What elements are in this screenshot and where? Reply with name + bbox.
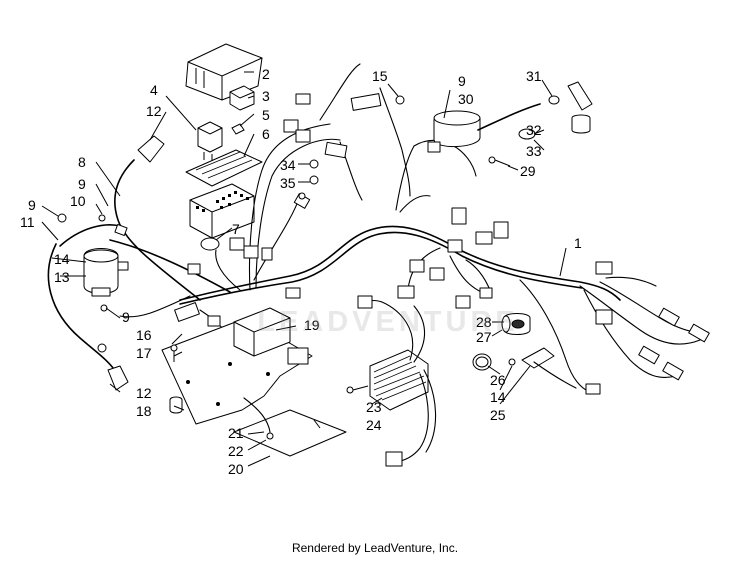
callout-21: 21: [228, 425, 244, 441]
cable-connector-2: [117, 261, 129, 271]
callout-1: 1: [574, 235, 582, 251]
fuse-block-plate: [185, 149, 263, 187]
cdi-module: [233, 307, 309, 365]
callout-4: 4: [150, 82, 158, 98]
ignition-coil: [427, 81, 593, 167]
leader-lines-lamp: [487, 321, 531, 405]
indicator-lamp: [501, 313, 531, 335]
callout-11: 11: [20, 214, 35, 230]
leader-lines-plate: [171, 325, 297, 467]
terminal-boot-bottom: [107, 365, 129, 391]
callout-27: 27: [476, 329, 492, 345]
terminal-nut: [98, 214, 106, 222]
callout-8: 8: [78, 154, 86, 170]
insulator-sheet: [233, 409, 347, 457]
grommet: [200, 237, 220, 251]
leader-lines-regulator: [371, 397, 383, 405]
callout-35: 35: [280, 175, 296, 191]
plate-screw: [266, 432, 274, 440]
callout-9-b: 9: [28, 197, 36, 213]
callout-25: 25: [490, 407, 506, 423]
main-harness: [119, 63, 709, 393]
footer-credit: Rendered by LeadVenture, Inc.: [291, 541, 459, 555]
callout-10: 10: [70, 193, 86, 209]
callout-6: 6: [262, 126, 270, 142]
callout-9-d: 9: [458, 73, 466, 89]
harness-connectors: [174, 93, 710, 395]
callout-17: 17: [136, 345, 152, 361]
callout-5: 5: [262, 107, 270, 123]
callout-29: 29: [520, 163, 536, 179]
leader-lines-left: [41, 95, 197, 393]
callout-12-a: 12: [146, 103, 162, 119]
callout-14-b: 14: [490, 389, 506, 405]
callout-14-a: 14: [54, 251, 70, 267]
callout-numbers: 1 2 3 4 5 6 7 8 9 9 9 9 10 11 12 12 13 1…: [20, 66, 582, 477]
terminal-boot-top: [137, 135, 165, 163]
retainer-clip: [231, 123, 245, 135]
nut: [57, 213, 67, 223]
callout-31: 31: [526, 68, 542, 84]
screw: [100, 304, 108, 312]
callout-15: 15: [372, 68, 388, 84]
voltage-regulator: [346, 295, 437, 467]
battery-cable: [47, 159, 231, 373]
callout-12-b: 12: [136, 385, 152, 401]
watermark: LEADVENTURE: [257, 306, 519, 338]
callout-30: 30: [458, 91, 474, 107]
callout-32: 32: [526, 122, 542, 138]
callout-2: 2: [262, 66, 270, 82]
callout-7: 7: [232, 221, 240, 237]
starter-solenoid: [83, 248, 119, 297]
cable-connector: [114, 224, 128, 236]
callout-16: 16: [136, 327, 152, 343]
ring-terminal-a: [298, 192, 306, 200]
callout-33: 33: [526, 143, 542, 159]
screw-and-spacer: [169, 344, 183, 414]
callout-26: 26: [490, 372, 506, 388]
callout-9-a: 9: [78, 176, 86, 192]
bolt-and-washer: [309, 159, 319, 185]
callout-3: 3: [262, 88, 270, 104]
callout-34: 34: [280, 157, 296, 173]
ring-terminal: [97, 343, 107, 353]
retaining-ring: [472, 353, 492, 371]
ring-terminal-15: [395, 95, 405, 105]
callout-13: 13: [54, 269, 70, 285]
callout-19: 19: [304, 317, 320, 333]
callout-23: 23: [366, 399, 382, 415]
relay-small: [229, 85, 255, 111]
callout-18: 18: [136, 403, 152, 419]
fuse-block: [189, 183, 255, 239]
callout-24: 24: [366, 417, 382, 433]
switch-bracket: [508, 347, 577, 389]
callout-20: 20: [228, 461, 244, 477]
callout-22: 22: [228, 443, 244, 459]
leader-lines-mid: [215, 71, 399, 241]
callout-28: 28: [476, 314, 492, 330]
callout-9-c: 9: [122, 309, 130, 325]
relay: [197, 121, 223, 162]
leader-lines-right-top: [443, 79, 567, 277]
